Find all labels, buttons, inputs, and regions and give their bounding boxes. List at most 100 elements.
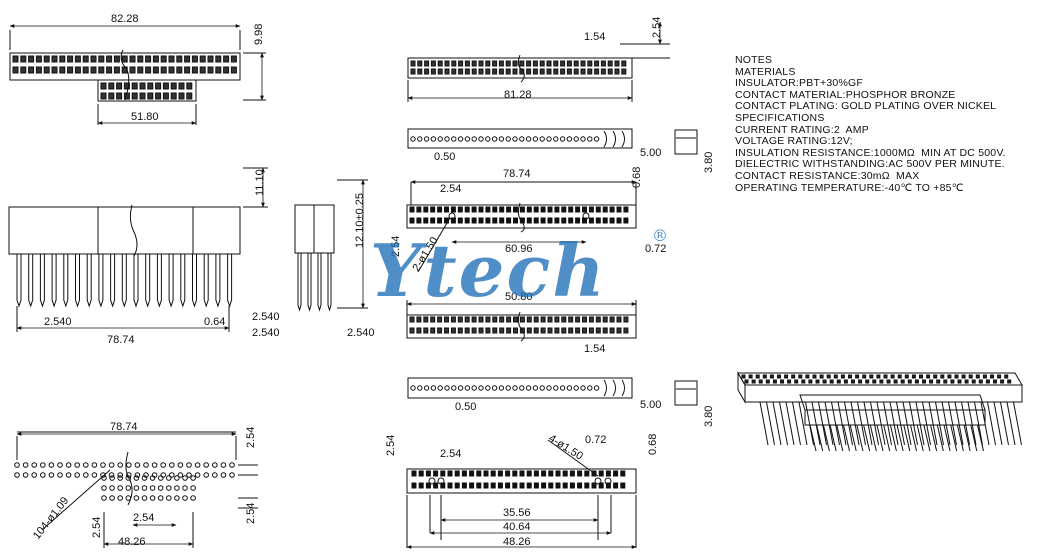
pin	[203, 254, 209, 308]
pad	[485, 217, 491, 224]
contact-slot	[457, 316, 463, 323]
pcb-hole	[83, 472, 89, 478]
iso-slot	[865, 379, 870, 384]
pad	[519, 470, 525, 477]
pad	[483, 470, 489, 477]
pad	[512, 470, 518, 477]
contact-slot	[609, 327, 615, 334]
pad	[598, 470, 604, 477]
contact-slot	[59, 66, 66, 74]
iso-slot	[893, 379, 898, 384]
iso-pin	[930, 424, 938, 452]
contact-slot	[215, 55, 222, 63]
pcb-hole	[117, 475, 123, 481]
contact-slot	[59, 55, 66, 63]
iso-slot	[914, 379, 919, 384]
iso-slot	[919, 374, 923, 379]
iso-pin	[993, 401, 1003, 446]
leader-line	[417, 217, 451, 273]
contact-slot	[123, 82, 130, 90]
pad	[418, 470, 424, 477]
pin	[51, 254, 57, 308]
pcb-hole	[117, 462, 123, 468]
pad	[582, 206, 587, 213]
iso-slot	[975, 374, 980, 379]
pad	[526, 470, 532, 477]
contact	[498, 385, 505, 391]
iso-slot	[748, 374, 753, 379]
contact	[471, 136, 477, 142]
pcb-hole	[186, 462, 192, 468]
pad	[423, 206, 429, 213]
pad	[423, 217, 429, 224]
pad	[457, 206, 463, 213]
contact-slot	[121, 55, 128, 63]
notes-line: CONTACT MATERIAL:PHOSPHOR BRONZE	[735, 88, 956, 101]
contact	[478, 385, 484, 391]
contact-slot	[98, 66, 105, 74]
iso-pin	[829, 424, 837, 452]
iso-slot	[990, 374, 994, 379]
ytech-watermark: Ytech ®	[370, 226, 668, 313]
iso-slot	[855, 374, 860, 379]
dim-lower-pitch: 1.54	[584, 343, 605, 355]
break-line	[517, 54, 525, 83]
contact	[457, 136, 464, 142]
iso-pin	[849, 424, 857, 452]
pcb-hole	[190, 475, 196, 481]
contact-slot	[607, 68, 613, 75]
leader-line	[41, 469, 111, 531]
dim-upper-board-row: 2.54	[390, 236, 402, 257]
contact-slot	[566, 68, 572, 75]
pcb-hole	[117, 485, 123, 491]
break-line	[517, 202, 525, 233]
iso-slot	[755, 374, 760, 379]
pcb-hole	[229, 472, 235, 478]
pin	[63, 254, 69, 308]
contact-slot	[199, 66, 206, 74]
contact-slot	[478, 316, 484, 323]
iso-slot	[784, 374, 789, 379]
iso-slot	[858, 379, 863, 384]
pad	[409, 217, 415, 224]
iso-pin	[950, 424, 958, 452]
contact	[417, 385, 423, 391]
contact-slot	[485, 316, 491, 323]
pcb-hole	[149, 495, 156, 501]
pcb-hole	[149, 475, 156, 481]
notes-line: VOLTAGE RATING:12V;	[735, 135, 853, 148]
iso-pin	[889, 424, 897, 452]
pad	[533, 217, 539, 224]
iso-slot	[883, 374, 888, 379]
dim-lower-side-pin: 0.50	[455, 401, 476, 413]
contact	[437, 136, 443, 142]
pcb-hole	[194, 472, 201, 478]
iso-slot	[822, 379, 827, 384]
contact-spring	[603, 379, 625, 397]
pcb-hole	[74, 472, 80, 478]
lower-side-body	[407, 377, 633, 399]
notes-line: CONTACT PLATING: GOLD PLATING OVER NICKE…	[735, 100, 997, 113]
iso-pin	[766, 401, 775, 446]
pcb-hole	[186, 472, 192, 478]
contact-slot	[512, 60, 518, 67]
pad	[506, 217, 512, 224]
contact-slot	[553, 60, 559, 67]
contact	[532, 385, 539, 391]
dim-side-pin: 0.64	[204, 316, 225, 328]
dim-top-height: 9.98	[253, 24, 265, 45]
pcb-hole	[143, 472, 149, 478]
iso-slot	[1004, 374, 1009, 379]
contact-slot	[12, 66, 19, 74]
iso-slot	[900, 379, 905, 384]
contact-slot	[526, 316, 532, 323]
iso-slot	[961, 374, 966, 379]
break-line	[129, 204, 138, 257]
iso-pin	[941, 401, 951, 446]
pin	[297, 253, 302, 312]
dim-lower-side-height: 3.80	[703, 406, 715, 427]
pad	[540, 217, 546, 224]
contact	[491, 385, 498, 391]
contact-slot	[464, 68, 470, 75]
mounting-hole	[428, 477, 436, 485]
